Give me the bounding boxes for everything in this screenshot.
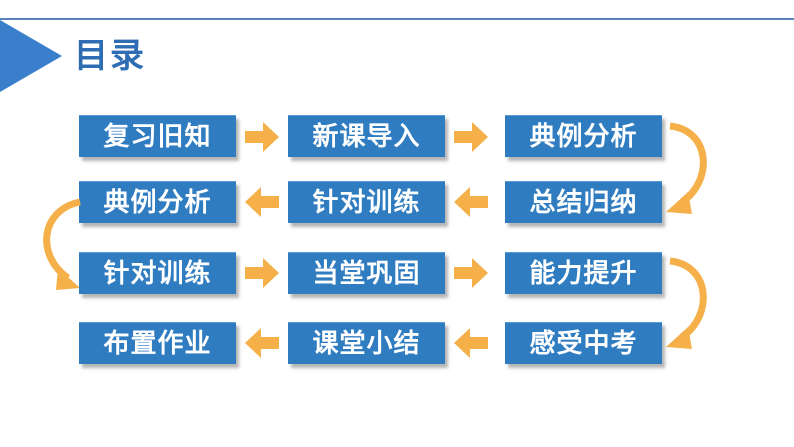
step-in-class-consolidation[interactable]: 当堂巩固 [288,252,445,294]
step-summary[interactable]: 总结归纳 [505,181,662,223]
arrow-right-icon [245,258,279,288]
arrow-right-icon [454,258,488,288]
step-targeted-practice-1[interactable]: 针对训练 [288,181,445,223]
arrow-left-icon [454,328,488,358]
step-exam-experience[interactable]: 感受中考 [505,322,662,364]
header-divider-line [0,18,794,20]
step-example-analysis-2[interactable]: 典例分析 [79,181,236,223]
arrow-left-icon [454,187,488,217]
step-class-summary[interactable]: 课堂小结 [288,322,445,364]
arrow-right-icon [454,122,488,152]
arrow-left-icon [245,328,279,358]
step-homework[interactable]: 布置作业 [79,322,236,364]
curved-arrow-left-icon [43,198,81,290]
arrow-left-icon [245,187,279,217]
step-review[interactable]: 复习旧知 [79,115,236,157]
arrow-right-icon [245,122,279,152]
curved-arrow-right-icon [666,257,707,349]
header-triangle-icon [0,20,62,92]
step-ability-improvement[interactable]: 能力提升 [505,252,662,294]
page-title: 目录 [74,36,146,76]
curved-arrow-right-icon [666,122,707,214]
step-example-analysis-1[interactable]: 典例分析 [505,115,662,157]
step-targeted-practice-2[interactable]: 针对训练 [79,252,236,294]
step-new-lesson[interactable]: 新课导入 [288,115,445,157]
